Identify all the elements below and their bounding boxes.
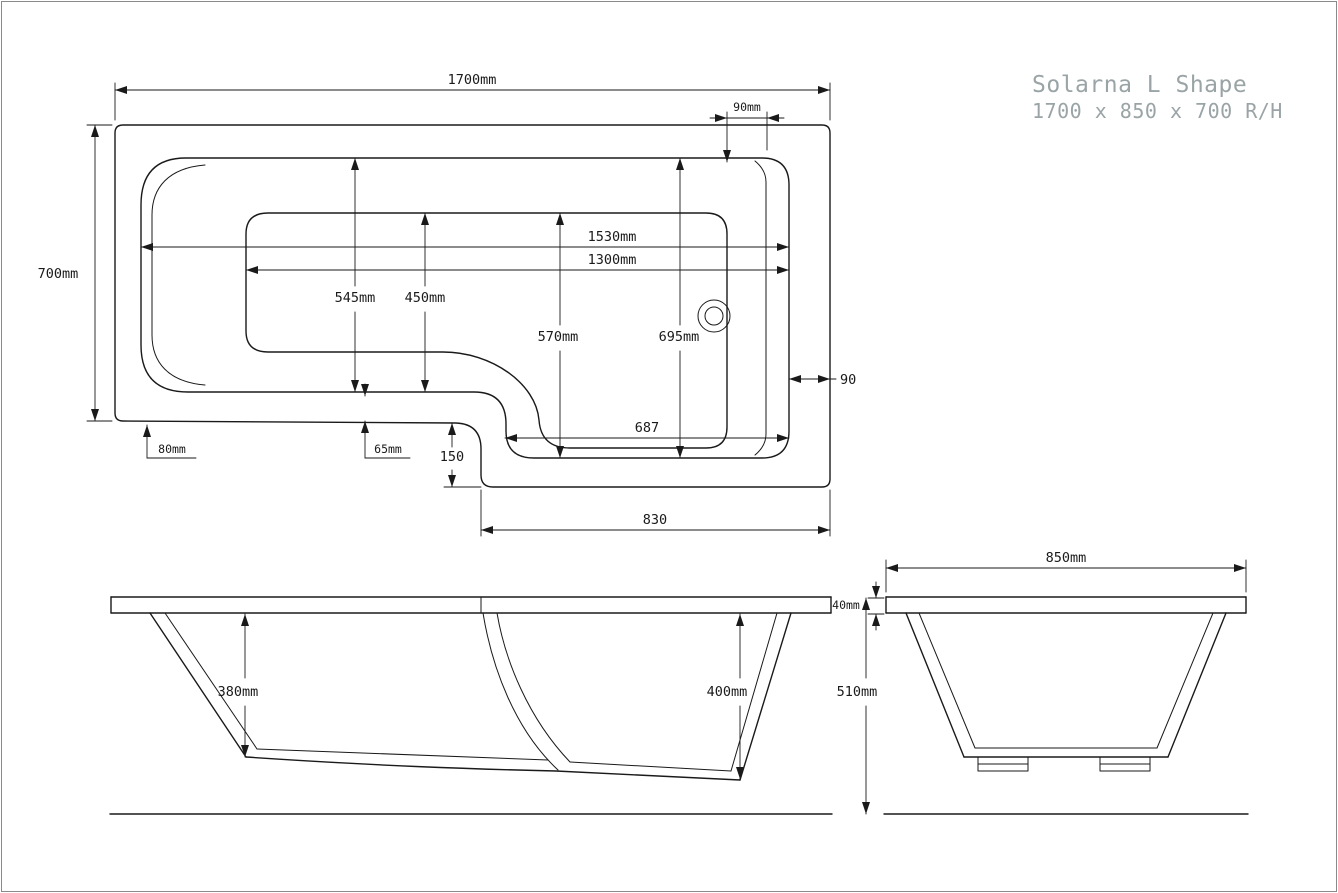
dim-label-rim-height: 40mm — [832, 598, 860, 612]
side-foot-end-slope-outer — [739, 612, 792, 781]
waste-drain-icon — [697, 299, 731, 333]
dim-label-shower-internal-width: 695mm — [659, 329, 700, 345]
dim-label-top-rim-width: 90mm — [733, 100, 761, 114]
dim-label-shower-internal-length: 687 — [635, 420, 659, 436]
dim-label-left-rim-width: 80mm — [158, 442, 186, 456]
end-wall-outer-right — [1167, 612, 1227, 758]
dim-label-head-floor-width: 450mm — [405, 290, 446, 306]
dim-label-end-overall-width: 850mm — [1046, 550, 1087, 566]
end-elevation-view: 850mm 40mm 510mm — [832, 550, 1249, 815]
dim-overall-width: 700mm — [38, 124, 113, 422]
plan-floor-outline — [245, 212, 728, 449]
side-elevation-view: 380mm 400mm — [109, 596, 833, 815]
dim-label-floor-internal-length: 1300mm — [588, 252, 637, 268]
dim-label-shower-depth: 400mm — [707, 684, 748, 700]
plan-head-slope-line — [151, 164, 206, 386]
end-wall-inner-right — [1156, 612, 1214, 749]
dim-rim-height: 40mm — [832, 581, 885, 631]
dim-label-right-rim-width: 90 — [840, 372, 856, 388]
plan-view: 1700mm 90mm 700mm 1530mm 1300mm — [38, 72, 856, 537]
side-head-slope-inner — [164, 612, 258, 750]
plan-drain-end-slope-line — [754, 160, 767, 456]
side-foot-end-slope-inner — [730, 612, 778, 772]
dim-shower-internal-width: 695mm — [659, 157, 700, 459]
dim-mid-internal-width: 570mm — [538, 212, 579, 459]
dim-shower-internal-length: 687 — [504, 420, 790, 442]
side-bottom-outer — [245, 756, 741, 781]
dim-label-bottom-rim-width: 65mm — [374, 442, 402, 456]
dim-overall-height: 510mm — [837, 597, 878, 815]
dim-rim-internal-length: 1530mm — [140, 229, 790, 251]
end-wall-inner-left — [918, 612, 976, 749]
dim-label-overall-length: 1700mm — [448, 72, 497, 88]
plan-rim-inner-outline — [140, 157, 790, 459]
dim-label-head-depth: 380mm — [218, 684, 259, 700]
waste-drain-inner-icon — [704, 306, 724, 326]
dim-label-overall-width: 700mm — [38, 266, 79, 282]
side-inner-bottom-head — [256, 748, 549, 761]
side-seat-front-outer — [482, 612, 559, 771]
dim-head-floor-width: 450mm — [405, 212, 446, 393]
dim-shower-depth: 400mm — [707, 613, 748, 780]
dim-floor-internal-length: 1300mm — [245, 252, 790, 274]
dim-step-height: 150 — [440, 422, 482, 488]
dim-overall-length: 1700mm — [114, 72, 831, 121]
side-inner-bottom-shower — [569, 761, 732, 772]
title-block: Solarna L Shape 1700 x 850 x 700 R/H — [1032, 72, 1283, 123]
dim-label-shower-outer-length: 830 — [643, 512, 667, 528]
dim-shower-outer-length: 830 — [480, 489, 831, 537]
drawing-subtitle: 1700 x 850 x 700 R/H — [1032, 99, 1283, 123]
dim-label-overall-height: 510mm — [837, 684, 878, 700]
drawing-title: Solarna L Shape — [1032, 72, 1247, 98]
side-head-slope-outer — [149, 612, 247, 758]
dim-head-internal-width: 545mm — [335, 157, 376, 393]
dim-right-rim-width: 90 — [788, 372, 856, 388]
dim-label-mid-internal-width: 570mm — [538, 329, 579, 345]
dim-label-step-height: 150 — [440, 449, 464, 465]
side-seat-front-inner — [496, 612, 571, 763]
end-wall-outer-left — [905, 612, 965, 758]
dim-end-overall-width: 850mm — [885, 550, 1247, 593]
dim-bottom-rim-width: 65mm — [361, 383, 411, 459]
plan-outer-outline — [114, 124, 831, 488]
dim-label-head-internal-width: 545mm — [335, 290, 376, 306]
dim-head-depth: 380mm — [218, 613, 259, 758]
dim-top-rim-width: 90mm — [709, 100, 785, 163]
dim-label-rim-internal-length: 1530mm — [588, 229, 637, 245]
dim-left-rim-width: 80mm — [143, 424, 197, 459]
